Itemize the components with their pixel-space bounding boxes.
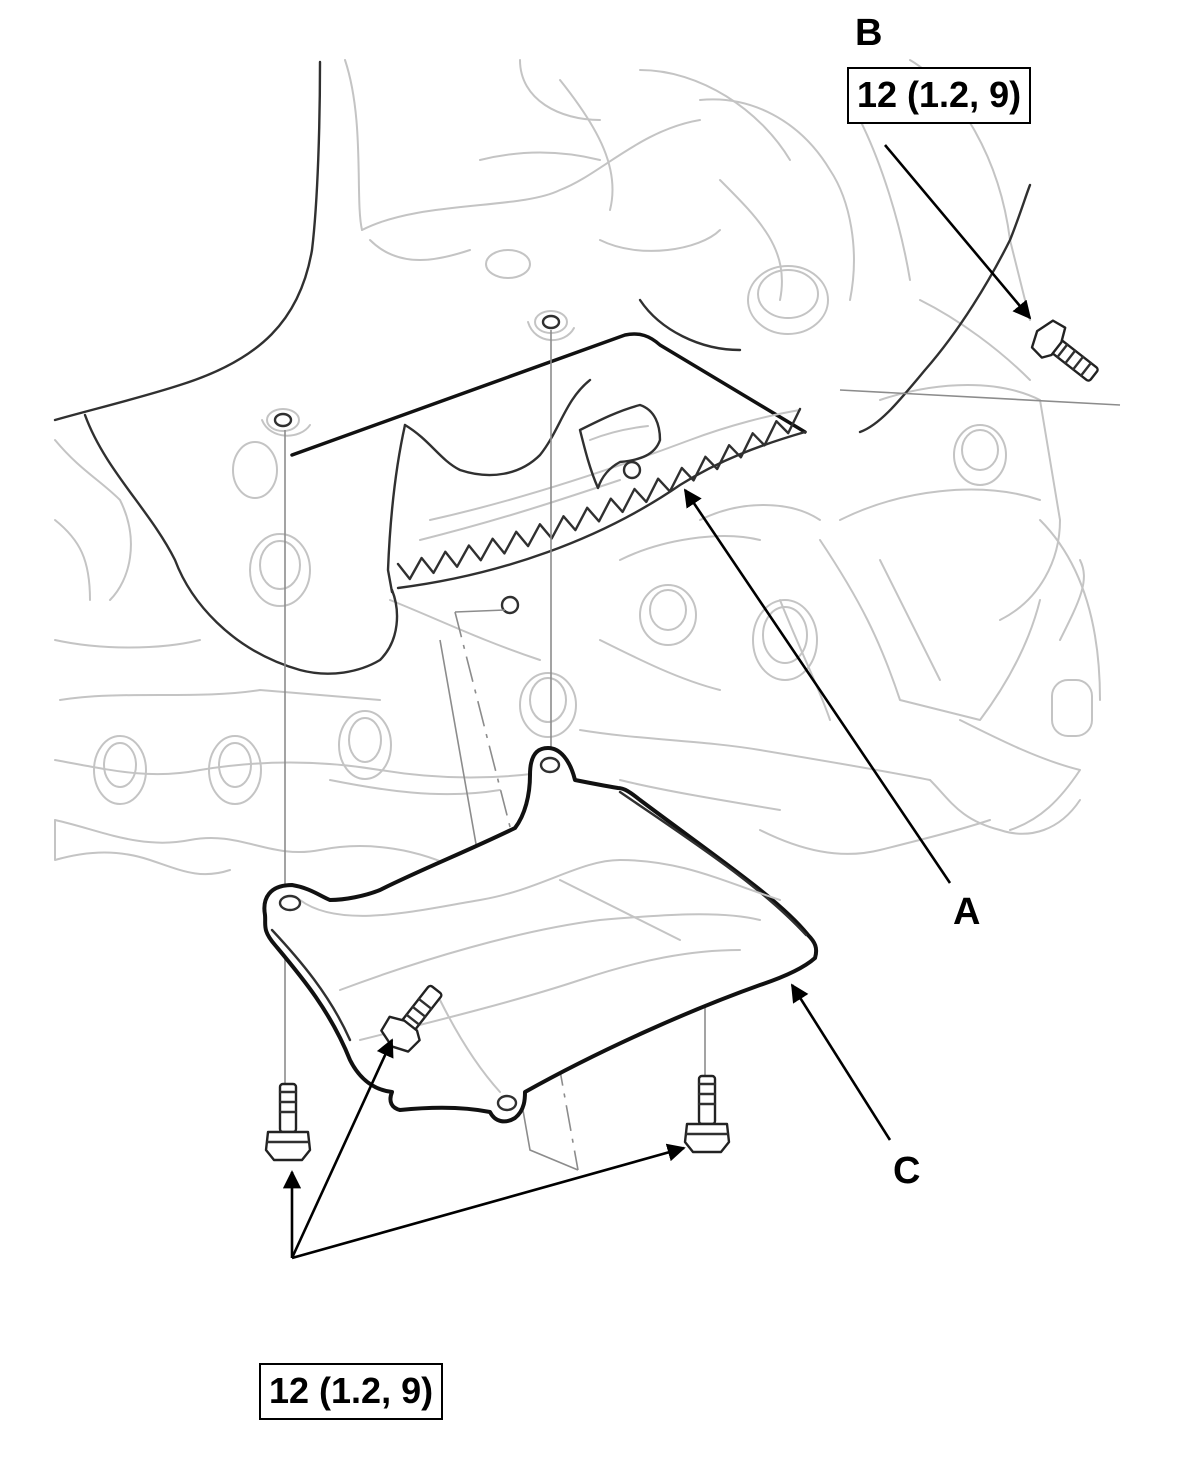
drive-plate-window — [290, 298, 807, 615]
callout-c-label: C — [893, 1150, 921, 1192]
leader-a — [683, 488, 952, 884]
callout-b-label: B — [855, 12, 883, 54]
bolt-right-icon — [683, 1074, 731, 1154]
leader-c — [790, 983, 892, 1141]
torque-spec-bolt-b: 12 (1.2, 9) — [847, 67, 1032, 124]
leader-lower-to-center-bolt — [290, 1038, 394, 1259]
callout-a-label: A — [953, 891, 981, 933]
bolt-b-icon — [1030, 319, 1099, 382]
leader-lower-to-right-bolt — [291, 1143, 686, 1260]
bolt-holes — [261, 310, 575, 437]
torque-spec-lower-bolts: 12 (1.2, 9) — [259, 1363, 444, 1420]
bolt-left-icon — [264, 1082, 312, 1162]
cover-plate — [262, 746, 819, 1124]
leader-lines — [282, 144, 1032, 1260]
transmission-housing-outline — [53, 60, 1032, 675]
engine-block-background — [54, 59, 1101, 876]
leader-b — [884, 144, 1032, 320]
